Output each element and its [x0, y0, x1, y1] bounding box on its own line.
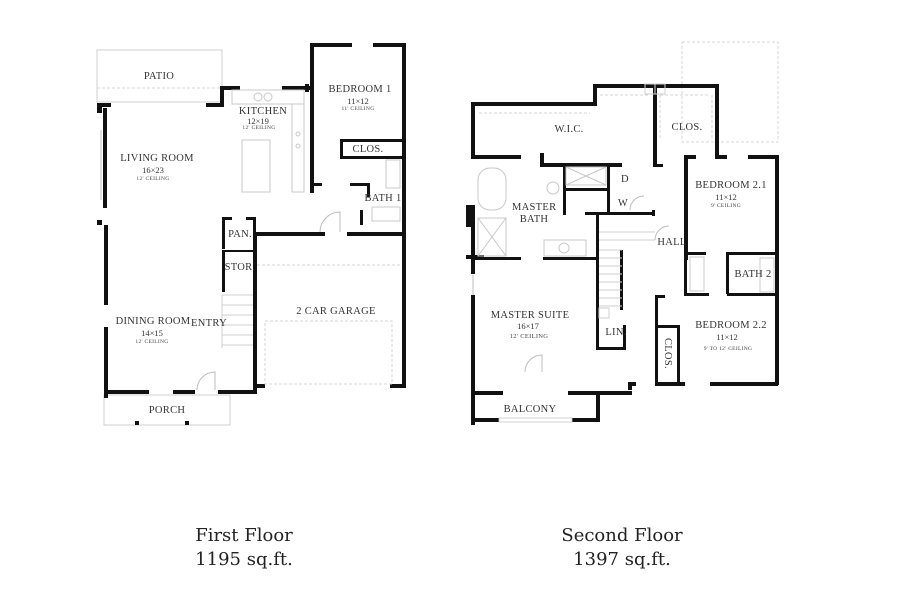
room-label-bedroom-2-1: BEDROOM 2.1 — [695, 180, 767, 191]
room-label-pantry: PAN. — [228, 229, 252, 240]
room-label-washer: W — [617, 198, 629, 209]
room-label-master-bath: MASTER BATH — [512, 202, 557, 225]
room-dims-bedroom-1: 11×12 — [347, 96, 369, 106]
room-label-dining-room: DINING ROOM — [115, 316, 191, 327]
first-floor-area: 1195 sq.ft. — [195, 549, 293, 570]
room-ceiling-kitchen: 12' CEILING — [242, 125, 276, 131]
room-ceiling-dining-room: 12' CEILING — [135, 339, 169, 345]
room-label-entry: ENTRY — [191, 318, 227, 329]
room-dims-kitchen: 12×19 — [247, 116, 269, 126]
room-label-garage: 2 CAR GARAGE — [296, 306, 376, 317]
room-label-storage: STOR. — [224, 262, 256, 273]
room-label-bedroom-1: BEDROOM 1 — [328, 84, 392, 95]
room-label-bath-2: BATH 2 — [734, 269, 772, 280]
room-dims-living-room: 16×23 — [142, 165, 164, 175]
porch-outline — [103, 394, 231, 426]
room-ceiling-bedroom-2-1: 9' CEILING — [710, 203, 742, 209]
room-dims-master-suite: 16×17 — [517, 321, 539, 331]
second-floor-title: Second Floor — [561, 525, 683, 546]
room-label-porch: PORCH — [148, 405, 186, 416]
second-floor-plan — [466, 41, 779, 425]
room-label-closet-top: CLOS. — [671, 122, 703, 133]
room-label-walk-in-closet: W.I.C. — [554, 124, 584, 135]
room-dims-bedroom-2-2: 11×12 — [716, 332, 738, 342]
first-floor-plan — [96, 43, 406, 426]
room-label-patio: PATIO — [143, 71, 175, 82]
room-dims-dining-room: 14×15 — [141, 328, 163, 338]
room-label-living-room: LIVING ROOM — [120, 153, 194, 164]
room-label-bath-1: BATH 1 — [364, 193, 402, 204]
room-ceiling-bedroom-2-2: 9' TO 12' CEILING — [703, 346, 753, 352]
room-label-balcony: BALCONY — [503, 404, 557, 415]
room-label-closet-side: CLOS. — [661, 338, 673, 369]
second-floor-area: 1397 sq.ft. — [573, 549, 671, 570]
first-floor-title: First Floor — [195, 525, 293, 546]
room-label-master-suite: MASTER SUITE — [490, 310, 570, 321]
room-label-linen: LIN. — [605, 327, 627, 338]
room-label-kitchen: KITCHEN — [238, 106, 288, 117]
room-label-bedroom-2-2: BEDROOM 2.2 — [695, 320, 767, 331]
second-floor-caption: Second Floor 1397 sq.ft. — [561, 524, 682, 572]
room-ceiling-living-room: 12' CEILING — [136, 176, 170, 182]
room-label-closet: CLOS. — [352, 144, 384, 155]
patio-outline — [96, 49, 223, 103]
room-ceiling-bedroom-1: 11' CEILING — [341, 106, 375, 112]
room-ceiling-master-suite: 12' CEILING — [509, 333, 549, 340]
first-floor-caption: First Floor 1195 sq.ft. — [195, 524, 293, 572]
room-label-hall: HALL — [657, 237, 687, 248]
room-dims-bedroom-2-1: 11×12 — [715, 192, 737, 202]
room-label-dryer: D — [621, 174, 629, 185]
